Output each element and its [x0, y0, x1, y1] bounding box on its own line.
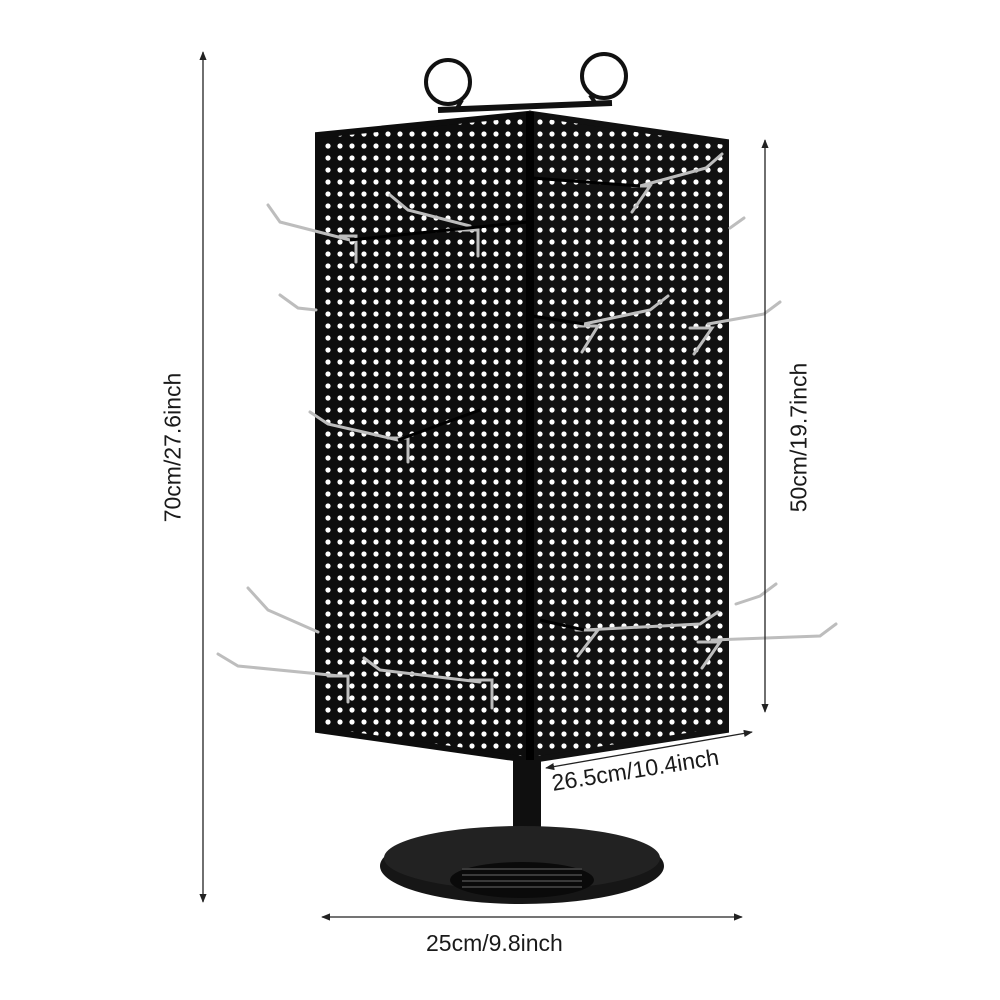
display-hooks	[216, 152, 838, 710]
stand-base	[380, 760, 664, 904]
panel-width-dimension-line	[545, 729, 753, 771]
base-width-label: 25cm/9.8inch	[426, 930, 563, 956]
dimension-lines	[199, 51, 769, 921]
total-height-label: 70cm/27.6inch	[159, 372, 186, 523]
left-pegboard-panel	[315, 110, 531, 764]
top-ring-handle	[424, 52, 628, 113]
right-pegboard-panel	[529, 110, 729, 764]
hook-shadows	[349, 176, 641, 632]
panel-height-label: 50cm/19.7inch	[785, 362, 812, 513]
